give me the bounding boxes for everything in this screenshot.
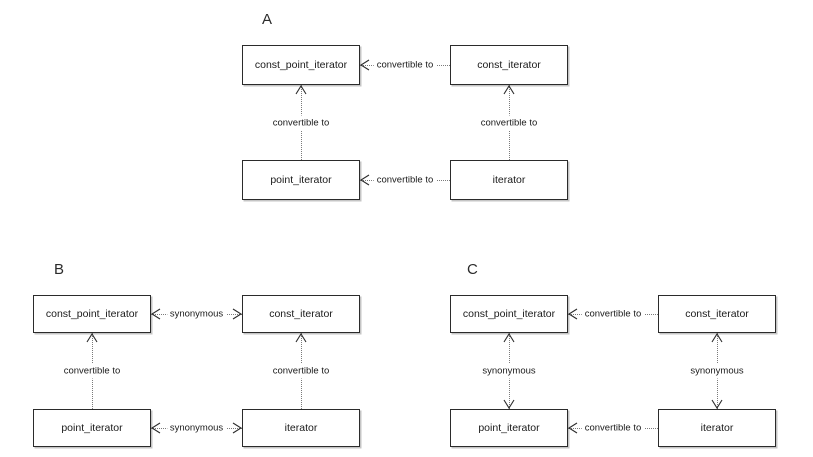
arrowhead-left-icon xyxy=(151,422,161,434)
arrowhead-up-icon xyxy=(86,333,98,343)
edge-label: convertible to xyxy=(373,174,437,186)
panel-c-node-iterator[interactable]: iterator xyxy=(658,409,776,447)
edge-label: convertible to xyxy=(268,363,334,379)
edge-label: convertible to xyxy=(373,59,437,71)
edge-label: convertible to xyxy=(581,308,645,320)
panel-b: B const_point_iterator const_iterator po… xyxy=(0,0,400,457)
arrowhead-up-icon xyxy=(503,85,515,95)
panel-c-edge-right-vertical: synonymous xyxy=(686,333,748,409)
panel-a-node-point-iterator[interactable]: point_iterator xyxy=(242,160,360,200)
panel-c-node-const-iterator[interactable]: const_iterator xyxy=(658,295,776,333)
arrowhead-left-icon xyxy=(360,174,370,186)
panel-b-edge-top-horizontal: synonymous xyxy=(151,304,242,324)
panel-b-edge-bottom-horizontal: synonymous xyxy=(151,418,242,438)
edge-label: convertible to xyxy=(581,422,645,434)
panel-b-edge-left-vertical: convertible to xyxy=(59,333,125,409)
arrowhead-up-icon xyxy=(503,333,515,343)
panel-a-node-const-point-iterator[interactable]: const_point_iterator xyxy=(242,45,360,85)
panel-c-node-point-iterator[interactable]: point_iterator xyxy=(450,409,568,447)
edge-label: convertible to xyxy=(476,115,542,130)
arrowhead-up-icon xyxy=(711,333,723,343)
edge-label: synonymous xyxy=(166,308,227,320)
arrowhead-up-icon xyxy=(295,333,307,343)
edge-label: convertible to xyxy=(268,115,334,130)
panel-b-node-const-point-iterator[interactable]: const_point_iterator xyxy=(33,295,151,333)
arrowhead-left-icon xyxy=(360,59,370,71)
arrowhead-up-icon xyxy=(295,85,307,95)
panel-b-node-const-iterator[interactable]: const_iterator xyxy=(242,295,360,333)
edge-label: synonymous xyxy=(166,422,227,434)
panel-c-edge-left-vertical: synonymous xyxy=(478,333,540,409)
arrowhead-left-icon xyxy=(568,422,578,434)
panel-a-node-iterator[interactable]: iterator xyxy=(450,160,568,200)
panel-c-node-const-point-iterator[interactable]: const_point_iterator xyxy=(450,295,568,333)
panel-a-edge-bottom-horizontal: convertible to xyxy=(360,170,450,190)
edge-label: convertible to xyxy=(59,363,125,379)
panel-c-edge-bottom-horizontal: convertible to xyxy=(568,418,658,438)
panel-b-edge-right-vertical: convertible to xyxy=(268,333,334,409)
panel-a: A const_point_iterator const_iterator po… xyxy=(242,11,568,200)
panel-b-node-iterator[interactable]: iterator xyxy=(242,409,360,447)
edge-label: synonymous xyxy=(478,363,540,379)
panel-c-label: C xyxy=(467,261,479,278)
panel-a-edge-left-vertical: convertible to xyxy=(268,85,334,160)
arrowhead-down-icon xyxy=(711,399,723,409)
panel-b-label: B xyxy=(54,261,65,278)
panel-a-edge-top-horizontal: convertible to xyxy=(360,55,450,75)
panel-a-node-const-iterator[interactable]: const_iterator xyxy=(450,45,568,85)
arrowhead-down-icon xyxy=(503,399,515,409)
panel-a-edge-right-vertical: convertible to xyxy=(476,85,542,160)
arrowhead-right-icon xyxy=(232,422,242,434)
panel-b-node-point-iterator[interactable]: point_iterator xyxy=(33,409,151,447)
arrowhead-left-icon xyxy=(568,308,578,320)
arrowhead-left-icon xyxy=(151,308,161,320)
arrowhead-right-icon xyxy=(232,308,242,320)
panel-c-edge-top-horizontal: convertible to xyxy=(568,304,658,324)
edge-label: synonymous xyxy=(686,363,748,379)
panel-a-label: A xyxy=(262,11,273,28)
